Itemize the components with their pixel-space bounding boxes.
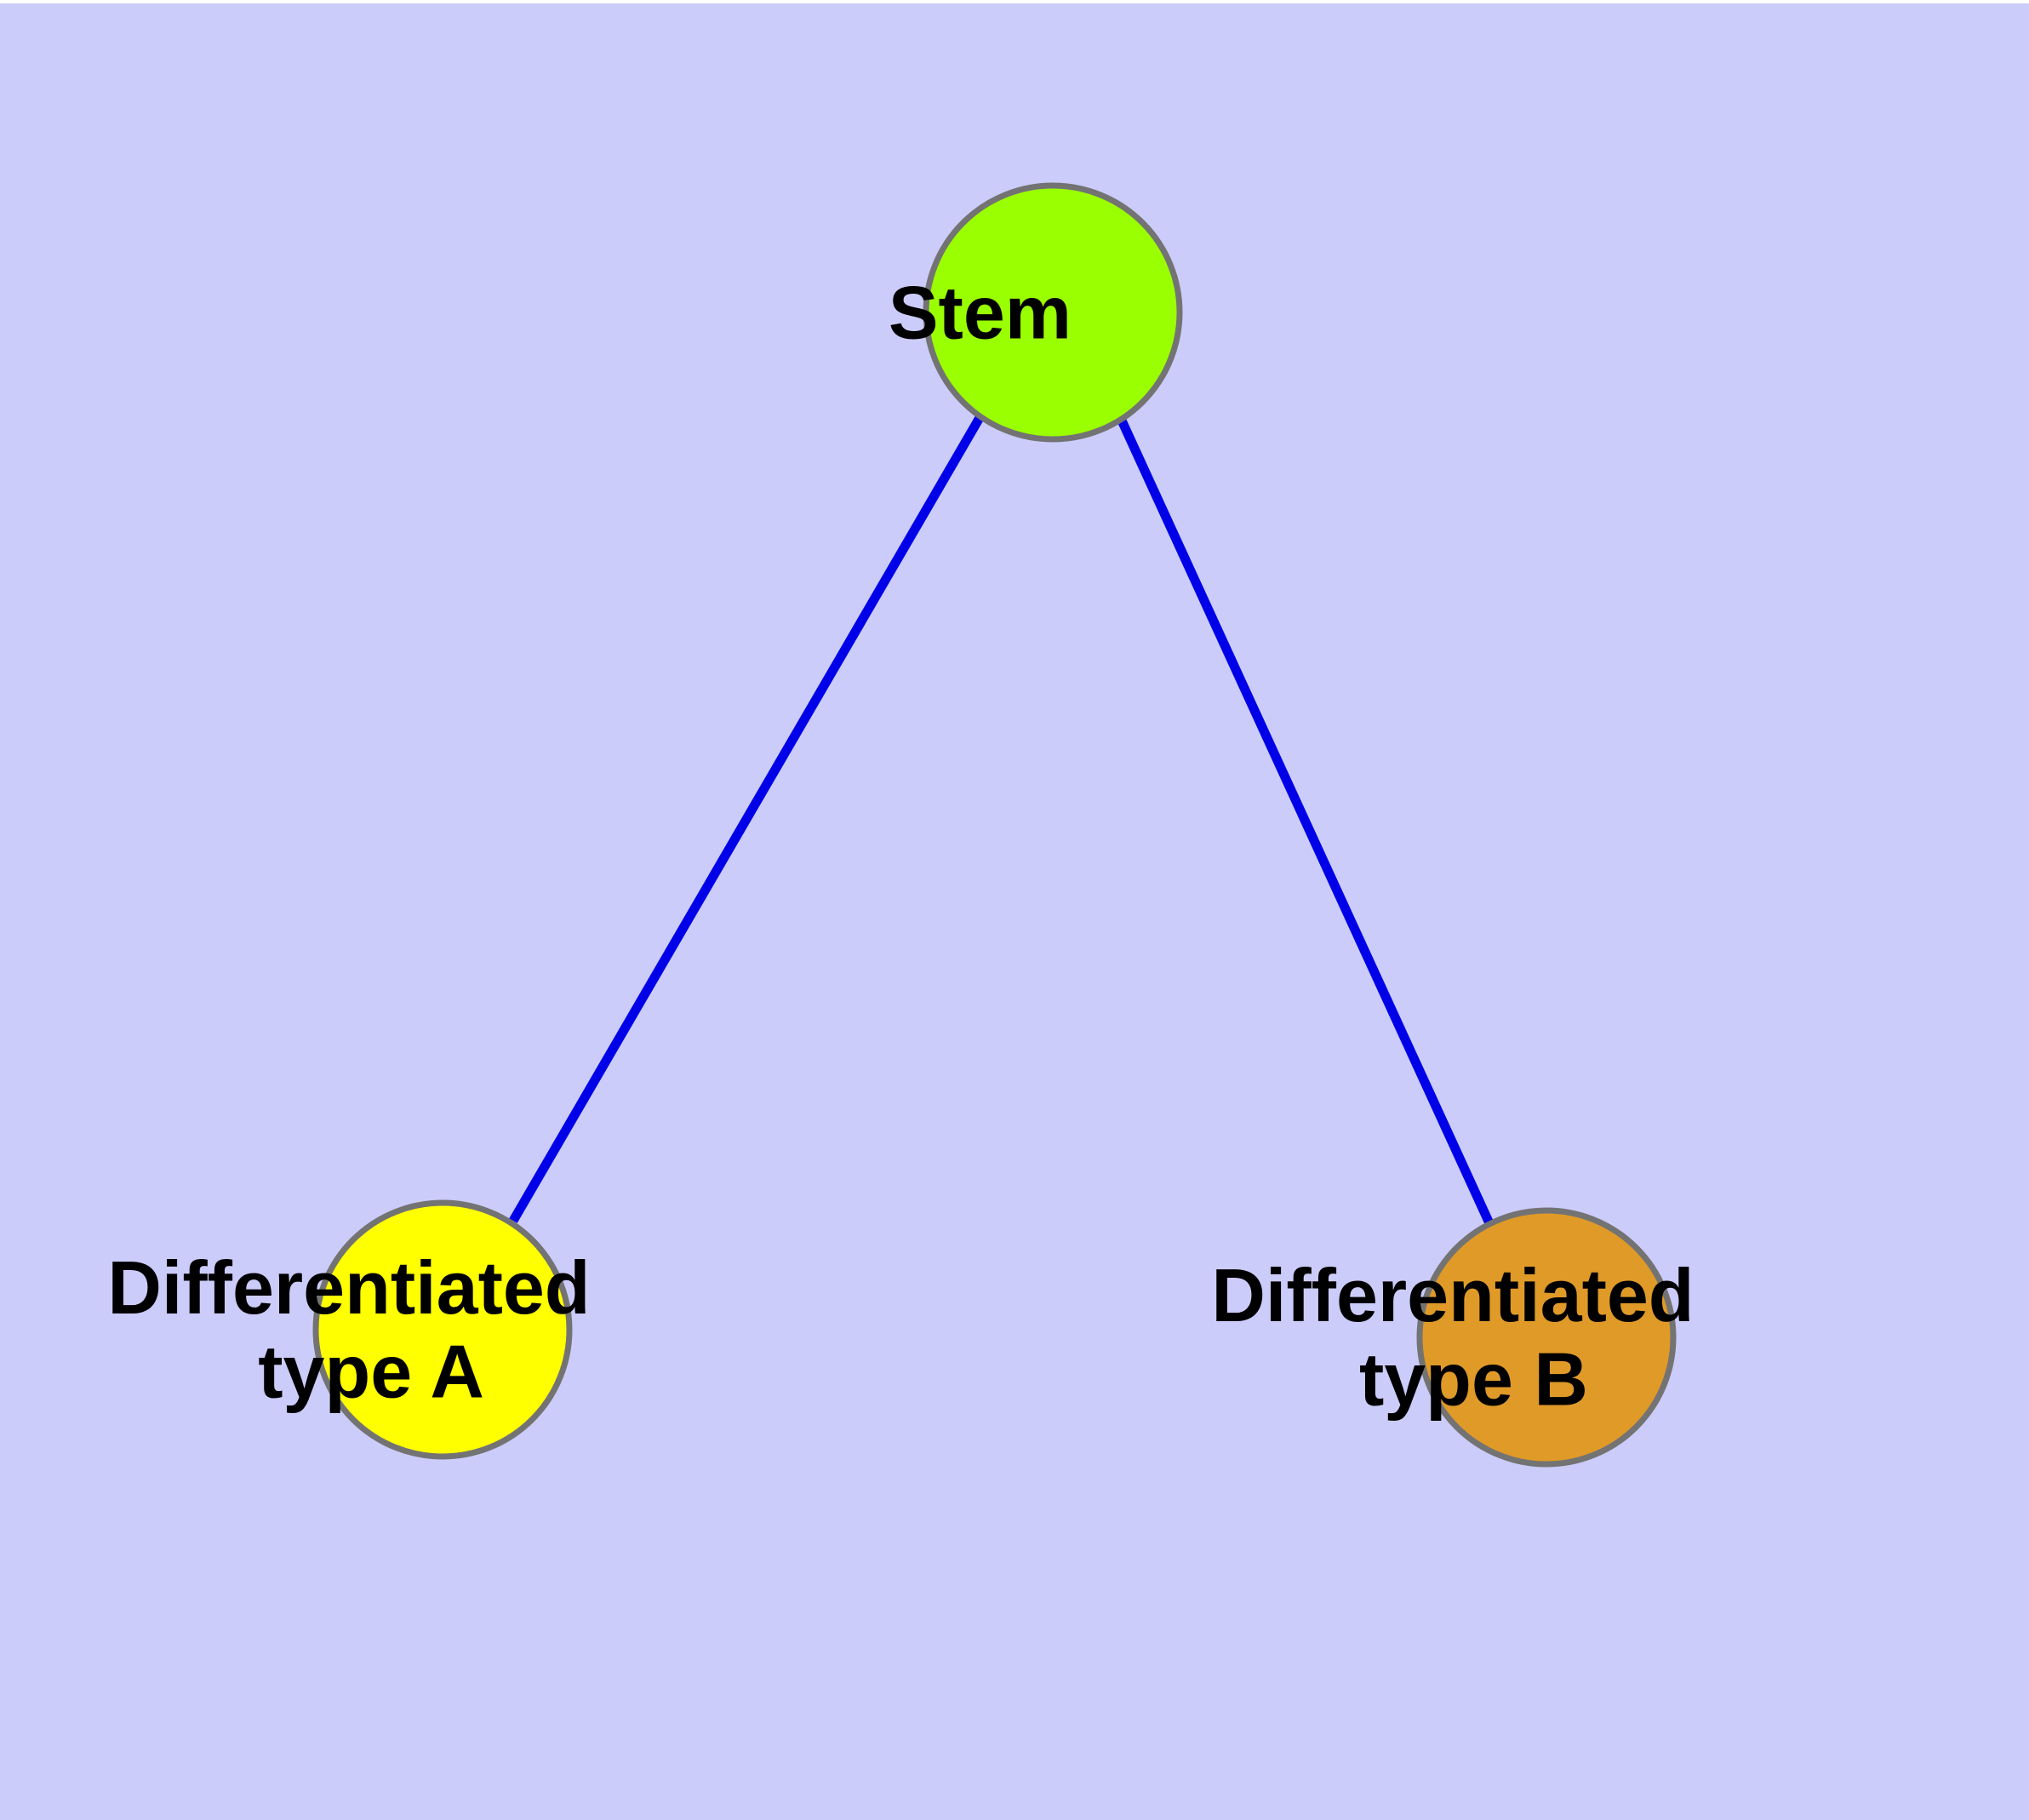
edge-stem-to-differentiated-type-a[interactable] — [509, 414, 985, 1223]
node-layer — [312, 182, 1677, 1468]
label-layer: Stem Differentiated type A Differentiate… — [107, 0, 1881, 1422]
node-stem-circle[interactable] — [923, 182, 1183, 443]
canvas-top-strip — [0, 0, 2029, 3]
node-differentiated-type-a-label-line2: type A — [258, 1330, 483, 1414]
edge-stem-to-differentiated-type-b[interactable] — [1117, 418, 1495, 1226]
node-differentiated-type-a-label: Differentiated type A — [107, 0, 777, 1414]
node-differentiated-type-b-label: Differentiated type B — [1211, 0, 1881, 1422]
node-differentiated-type-b-circle[interactable] — [1416, 1207, 1677, 1468]
node-differentiated-type-a-label-line1: Differentiated — [107, 1245, 590, 1330]
node-differentiated-type-b-label-line1: Differentiated — [1211, 1253, 1694, 1337]
node-differentiated-type-b-label-line2: type B — [1359, 1337, 1588, 1422]
node-stem-label-line1: Stem — [889, 271, 1072, 355]
node-differentiated-type-a-circle[interactable] — [312, 1199, 573, 1460]
edge-layer — [509, 414, 1495, 1226]
node-stem-label: Stem — [889, 0, 1217, 355]
